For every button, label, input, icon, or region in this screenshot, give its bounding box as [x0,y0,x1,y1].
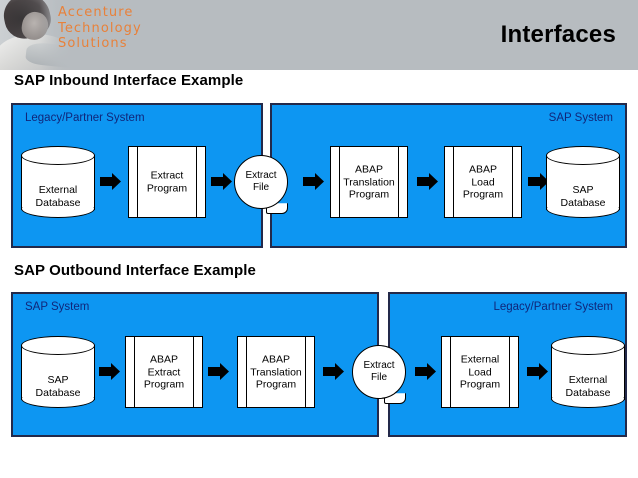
panel-label-legacy-partner-system: Legacy/Partner System [25,112,145,124]
arrow-right-icon [415,363,436,380]
cylinder-top [21,336,95,355]
cylinder-top [546,146,620,165]
node-sap-database-inbound: SAP Database [546,146,620,218]
page-title: Interfaces [500,21,616,48]
node-label: ABAP Translation Program [343,163,395,201]
arrow-right-icon [323,363,344,380]
section-heading-outbound: SAP Outbound Interface Example [14,262,256,279]
node-extract-program-inbound: Extract Program [128,146,206,218]
node-label: Extract Program [146,169,188,195]
arrow-right-icon [303,173,324,190]
file-circle [352,345,406,399]
slide-header: Accenture Technology Solutions Interface… [0,0,638,70]
arrow-right-icon [417,173,438,190]
cylinder-top [21,146,95,165]
node-abap-extract-program-outbound: ABAP Extract Program [125,336,203,408]
node-external-load-program-outbound: External Load Program [441,336,519,408]
panel-label-sap-system: SAP System [548,112,613,124]
arrow-right-icon [99,363,120,380]
node-extract-file-outbound: Extract File [352,345,410,407]
brand-wordmark: Accenture Technology Solutions [58,5,142,51]
panel-label-sap-system: SAP System [25,301,90,313]
file-circle [234,155,288,209]
arrow-right-icon [100,173,121,190]
node-sap-database-outbound: SAP Database [21,336,95,408]
node-label: ABAP Translation Program [250,353,302,391]
node-abap-load-program-inbound: ABAP Load Program [444,146,522,218]
node-external-database-outbound: External Database [551,336,625,408]
panel-label-legacy-partner-system: Legacy/Partner System [493,301,613,313]
file-tail [266,203,288,214]
arrow-right-icon [208,363,229,380]
arrow-right-icon [211,173,232,190]
file-tail [384,393,406,404]
node-external-database-inbound: External Database [21,146,95,218]
node-label: External Load Program [459,353,501,391]
arrow-right-icon [528,173,549,190]
node-abap-translation-program-outbound: ABAP Translation Program [237,336,315,408]
node-abap-translation-program-inbound: ABAP Translation Program [330,146,408,218]
node-label: ABAP Load Program [462,163,504,201]
node-label: ABAP Extract Program [143,353,185,391]
person-photo [0,0,72,70]
node-extract-file-inbound: Extract File [234,155,292,217]
photo-fade-overlay [0,0,72,70]
arrow-right-icon [527,363,548,380]
cylinder-top [551,336,625,355]
section-heading-inbound: SAP Inbound Interface Example [14,72,244,89]
